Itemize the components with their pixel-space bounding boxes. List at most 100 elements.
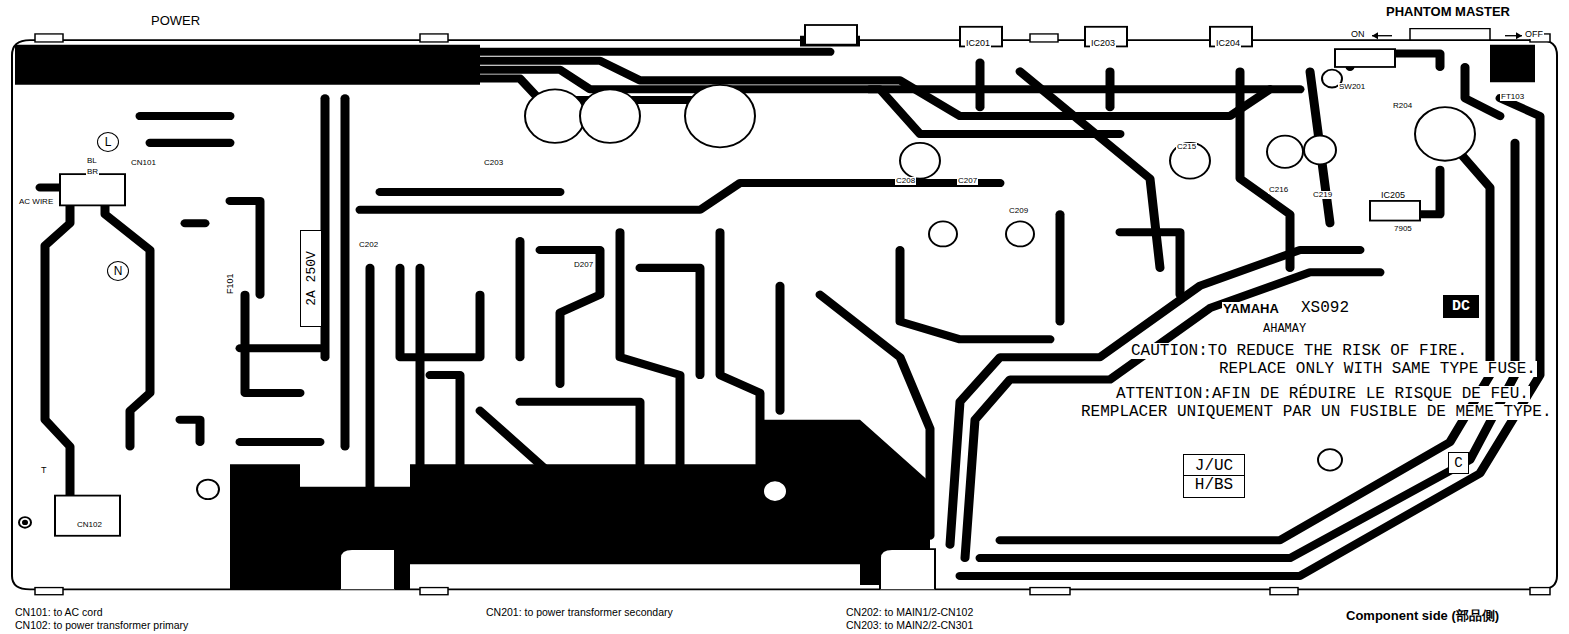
capacitor-or-hole	[525, 89, 585, 143]
silkscreen-label: IC205	[1380, 191, 1406, 200]
marking-box: C	[1448, 452, 1469, 474]
copper-trace	[776, 286, 785, 411]
silkscreen-label: OFF	[1524, 30, 1544, 39]
board-tab	[1530, 588, 1550, 595]
copper-trace	[1056, 214, 1065, 321]
capacitor-or-hole	[23, 521, 27, 525]
copper-trace	[976, 63, 985, 108]
copper-trace	[380, 188, 560, 196]
copper-trace	[520, 402, 640, 465]
silkscreen-label: R204	[1392, 102, 1413, 110]
silkscreen-label: ON	[1350, 30, 1366, 39]
copper-trace	[416, 268, 425, 500]
silkscreen-label: PHANTOM MASTER	[1385, 5, 1511, 18]
capacitor-or-hole	[1318, 449, 1342, 470]
board-tab	[420, 34, 448, 42]
silkscreen-label: IC201	[965, 39, 991, 48]
board-tab	[35, 588, 63, 595]
copper-trace	[820, 295, 930, 536]
warning-text: CAUTION:TO REDUCE THE RISK OF FIRE.	[1130, 343, 1468, 359]
copper-trace	[540, 250, 600, 384]
capacitor-or-hole	[19, 517, 31, 528]
silkscreen-label: SW201	[1338, 83, 1366, 91]
capacitor-or-hole	[1170, 143, 1210, 179]
capacitor-or-hole	[1304, 136, 1336, 165]
component-outline	[60, 174, 125, 205]
copper-trace	[360, 183, 1000, 210]
connector-note: CN102: to power transformer primary	[14, 620, 189, 631]
silkscreen-label: 7905	[1393, 225, 1413, 233]
board-tab	[1270, 588, 1298, 595]
copper-trace	[245, 295, 300, 393]
copper-trace	[240, 438, 320, 446]
copper-trace	[150, 139, 230, 147]
copper-pour	[1490, 45, 1535, 83]
capacitor-or-hole	[929, 221, 957, 246]
copper-trace	[180, 420, 200, 442]
connector-note: CN202: to MAIN1/2-CN102	[845, 607, 974, 618]
capacitor-or-hole	[1415, 107, 1475, 161]
marking-text: J/UC	[1184, 457, 1244, 475]
copper-trace	[240, 344, 320, 352]
component-outline	[1335, 49, 1395, 67]
copper-trace	[40, 188, 95, 527]
silkscreen-label: C209	[1008, 207, 1029, 215]
copper-trace	[900, 250, 1050, 339]
silkscreen-label: CN102	[76, 521, 103, 529]
silkscreen-label: C202	[358, 241, 379, 249]
component-outline	[805, 25, 857, 45]
marking-text: DC	[1449, 298, 1473, 315]
silkscreen-label: AHAMAY	[1262, 323, 1307, 335]
switch-outline	[1410, 29, 1490, 41]
copper-trace	[480, 411, 560, 482]
circled-mark: N	[107, 261, 129, 281]
silkscreen-label: FT103	[1500, 93, 1525, 101]
silkscreen-label: CN101	[130, 159, 157, 167]
copper-trace	[1020, 71, 1160, 267]
silkscreen-label: POWER	[150, 14, 201, 27]
marking-box: DC	[1443, 295, 1479, 318]
copper-trace	[1106, 71, 1115, 107]
copper-trace	[720, 232, 760, 464]
silkscreen-label: BL	[86, 157, 98, 165]
silkscreen-label: C216	[1268, 186, 1289, 194]
connector-note: CN203: to MAIN2/2-CN301	[845, 620, 974, 631]
silkscreen-label: IC203	[1090, 39, 1116, 48]
silkscreen-label: AC WIRE	[18, 198, 54, 206]
connector-note: CN101: to AC cord	[14, 607, 104, 618]
copper-trace	[980, 143, 1515, 558]
silkscreen-label: T	[40, 466, 48, 475]
marking-text: C	[1451, 455, 1465, 471]
capacitor-or-hole	[685, 85, 755, 148]
capacitor-or-hole	[1006, 221, 1034, 246]
warning-text: REPLACE ONLY WITH SAME TYPE FUSE.	[1218, 361, 1537, 377]
copper-trace	[1000, 147, 1490, 540]
marking-text: N	[111, 264, 126, 278]
silkscreen-label: C219	[1312, 191, 1333, 199]
board-tab	[420, 588, 448, 595]
capacitor-or-hole	[1267, 136, 1303, 168]
copper-trace	[1465, 67, 1500, 116]
copper-trace	[640, 268, 700, 375]
connector-note: CN201: to power transformer secondary	[485, 607, 674, 618]
copper-trace	[430, 375, 460, 500]
board-tab	[1030, 588, 1070, 595]
copper-trace	[105, 188, 150, 447]
component-outline	[55, 496, 120, 536]
connector-note: Component side (部品側)	[1345, 609, 1500, 622]
copper-trace	[400, 268, 480, 357]
silkscreen-label: C203	[483, 159, 504, 167]
silkscreen-label: C215	[1176, 143, 1197, 151]
warning-text: ATTENTION:AFIN DE RÉDUIRE LE RISQUE DE F…	[1115, 386, 1530, 402]
marking-text: 2A 250V	[304, 248, 319, 309]
copper-pour	[230, 420, 930, 590]
silkscreen-label: XS092	[1300, 300, 1350, 316]
capacitor-or-hole	[900, 143, 940, 179]
silkscreen-label: BR	[86, 168, 99, 176]
capacitor-or-hole	[580, 89, 640, 143]
arrow-head	[1372, 32, 1378, 39]
component-outline	[1370, 201, 1420, 221]
board-tab	[35, 34, 63, 42]
copper-trace	[366, 268, 375, 500]
